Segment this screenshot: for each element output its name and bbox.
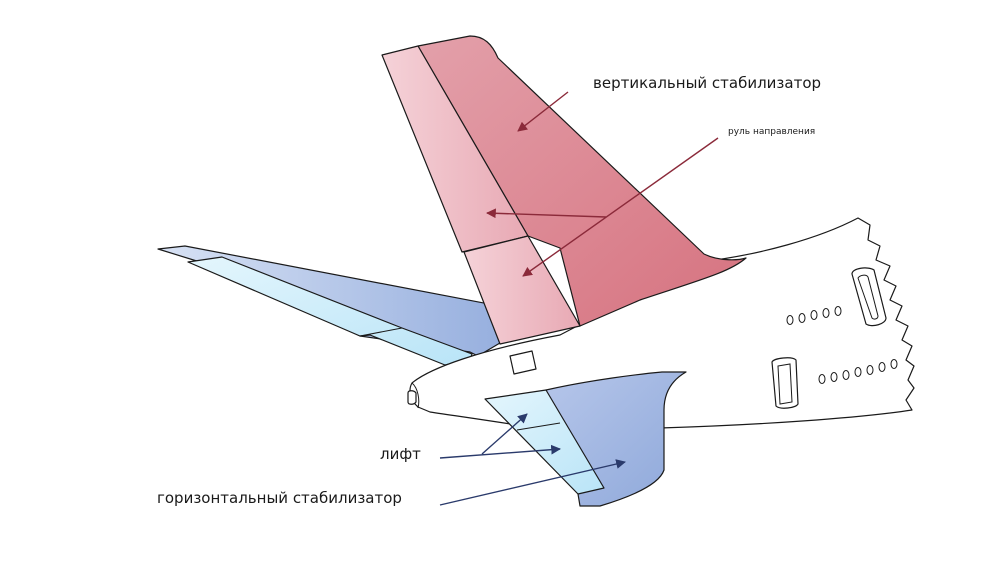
annotation-arrows <box>439 91 719 506</box>
elevator-arrow-main <box>439 444 561 459</box>
label-vertical-stabilizer: вертикальный стабилизатор <box>593 74 821 92</box>
fuselage <box>407 217 915 433</box>
vertical-stabilizer <box>381 35 747 345</box>
window-row-upper <box>786 306 842 325</box>
window-row-lower <box>818 359 898 384</box>
horizontal-stabilizer-arrow <box>439 459 626 506</box>
rudder-lower <box>463 235 581 345</box>
left-horizontal-stabilizer <box>157 245 511 366</box>
vertical-stabilizer-arrow <box>517 91 569 132</box>
right-elevator <box>484 389 605 495</box>
rudder-arrow-branch <box>486 208 607 219</box>
elevator-arrow-branch <box>481 413 528 455</box>
label-rudder: руль направления <box>728 127 815 137</box>
label-elevator: лифт <box>380 445 421 463</box>
lower-door <box>771 357 799 409</box>
upper-door <box>851 267 887 327</box>
rudder-arrow-main <box>522 137 719 277</box>
label-horizontal-stabilizer: горизонтальный стабилизатор <box>157 489 402 507</box>
apu-door <box>509 350 537 375</box>
